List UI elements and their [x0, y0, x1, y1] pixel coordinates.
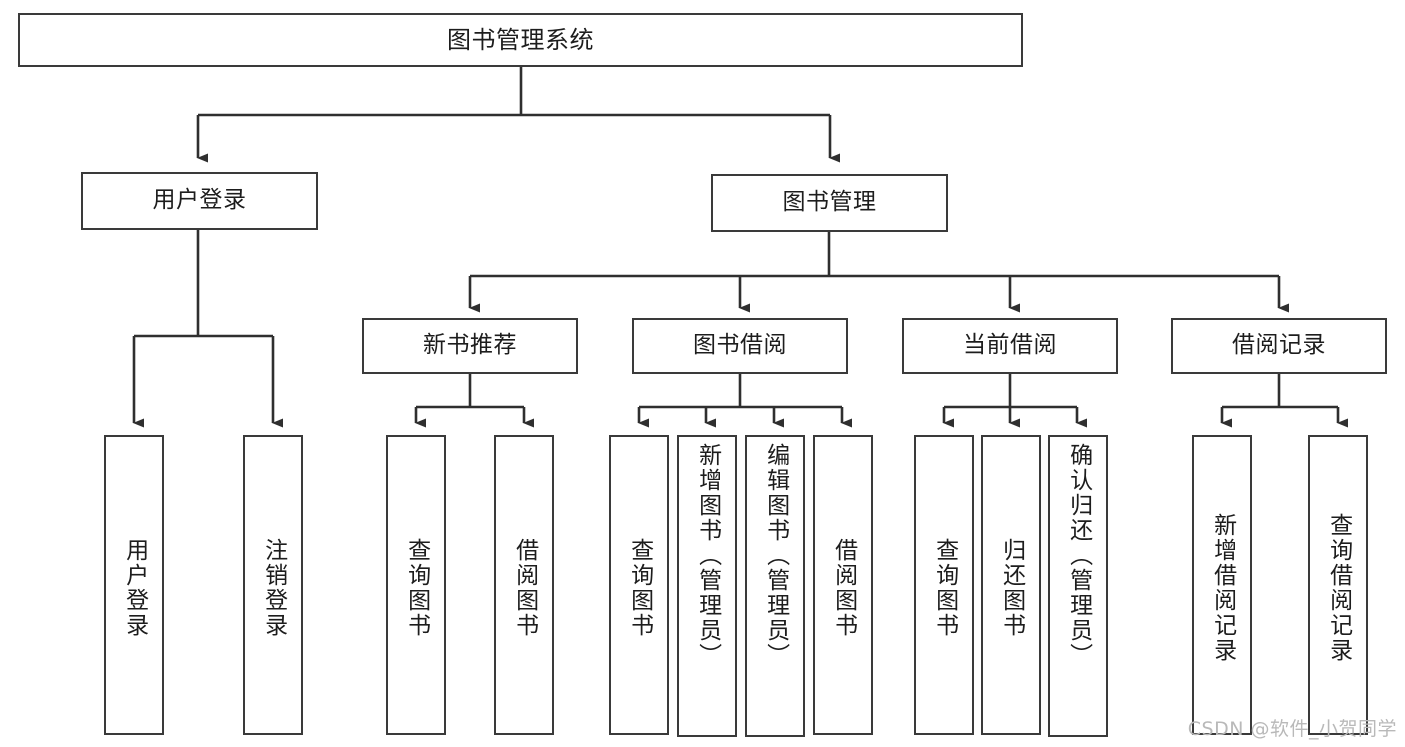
- leaf-borrow-add-book[interactable]: 新增图书（管理员）: [677, 435, 737, 737]
- leaf-user-login-login-label: 用户登录: [121, 538, 148, 638]
- leaf-borrow-borrow-book[interactable]: 借阅图书: [813, 435, 873, 735]
- leaf-current-confirm-return[interactable]: 确认归还（管理员）: [1048, 435, 1108, 737]
- node-user-login-label: 用户登录: [152, 187, 247, 214]
- leaf-borrow-query-book-label: 查询图书: [626, 538, 653, 638]
- leaf-borrow-borrow-book-label: 借阅图书: [830, 538, 857, 638]
- leaf-current-return-book[interactable]: 归还图书: [981, 435, 1041, 735]
- node-root-label: 图书管理系统: [447, 25, 594, 54]
- node-current-borrow[interactable]: 当前借阅: [902, 318, 1118, 374]
- node-book-borrow[interactable]: 图书借阅: [632, 318, 848, 374]
- leaf-current-query-book-label: 查询图书: [931, 538, 958, 638]
- node-borrow-record-label: 借阅记录: [1232, 332, 1326, 359]
- leaf-record-add-record-label: 新增借阅记录: [1209, 513, 1236, 663]
- leaf-record-query-record-label: 查询借阅记录: [1325, 513, 1352, 663]
- leaf-borrow-query-book[interactable]: 查询图书: [609, 435, 669, 735]
- leaf-borrow-add-book-label: 新增图书（管理员）: [694, 443, 721, 668]
- node-book-management[interactable]: 图书管理: [711, 174, 948, 232]
- node-book-management-label: 图书管理: [782, 189, 877, 216]
- leaf-recommend-query-book-label: 查询图书: [403, 538, 430, 638]
- node-current-borrow-label: 当前借阅: [963, 332, 1057, 359]
- leaf-record-query-record[interactable]: 查询借阅记录: [1308, 435, 1368, 735]
- leaf-user-login-logout-label: 注销登录: [260, 538, 287, 638]
- node-new-book-recommend-label: 新书推荐: [423, 332, 517, 359]
- leaf-user-login-logout[interactable]: 注销登录: [243, 435, 303, 735]
- leaf-recommend-borrow-book[interactable]: 借阅图书: [494, 435, 554, 735]
- node-new-book-recommend[interactable]: 新书推荐: [362, 318, 578, 374]
- node-user-login[interactable]: 用户登录: [81, 172, 318, 230]
- leaf-user-login-login[interactable]: 用户登录: [104, 435, 164, 735]
- node-root[interactable]: 图书管理系统: [18, 13, 1023, 67]
- leaf-recommend-borrow-book-label: 借阅图书: [511, 538, 538, 638]
- leaf-record-add-record[interactable]: 新增借阅记录: [1192, 435, 1252, 735]
- leaf-current-return-book-label: 归还图书: [998, 538, 1025, 638]
- leaf-current-query-book[interactable]: 查询图书: [914, 435, 974, 735]
- leaf-borrow-edit-book[interactable]: 编辑图书（管理员）: [745, 435, 805, 737]
- watermark-text: CSDN @软件_小贺同学: [1187, 718, 1397, 740]
- leaf-recommend-query-book[interactable]: 查询图书: [386, 435, 446, 735]
- node-book-borrow-label: 图书借阅: [693, 332, 787, 359]
- leaf-current-confirm-return-label: 确认归还（管理员）: [1065, 443, 1092, 668]
- leaf-borrow-edit-book-label: 编辑图书（管理员）: [762, 443, 789, 668]
- node-borrow-record[interactable]: 借阅记录: [1171, 318, 1387, 374]
